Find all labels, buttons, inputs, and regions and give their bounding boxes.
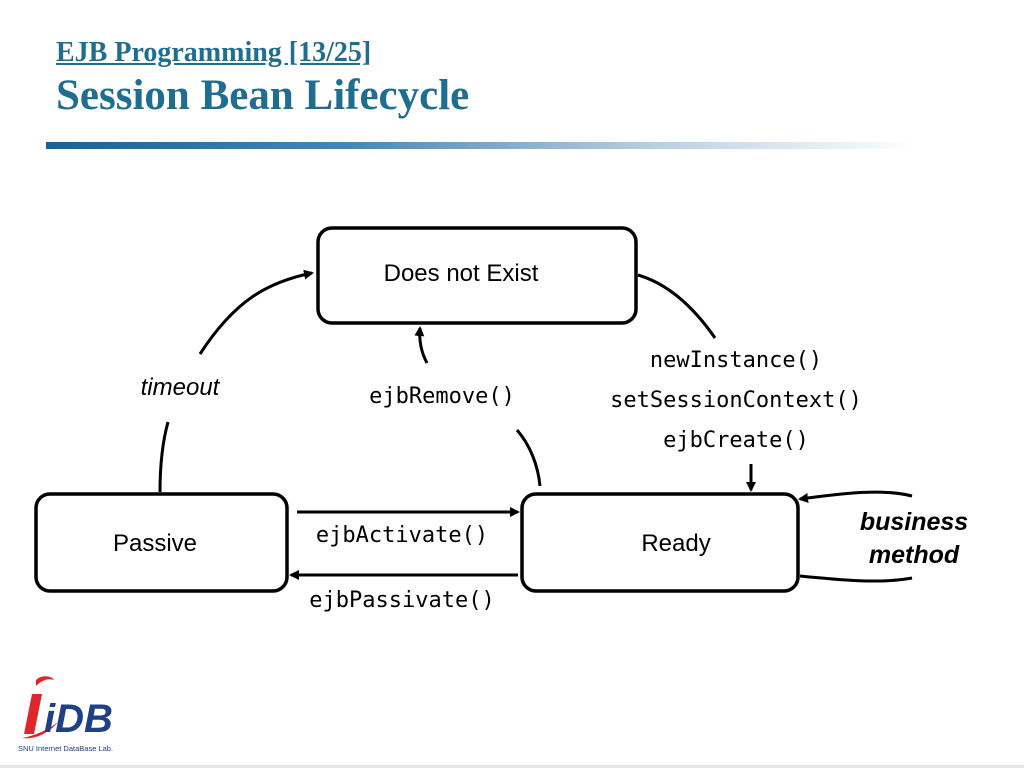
transition-timeout-upper <box>198 269 314 355</box>
transition-business-method-top <box>798 490 913 503</box>
state-label-ready: Ready <box>641 530 710 557</box>
transition-create-upper <box>637 273 717 339</box>
transition-label-ejb-create: ejbCreate() <box>663 428 809 453</box>
transition-label-new-instance: newInstance() <box>650 348 822 373</box>
transition-label-timeout: timeout <box>141 374 221 401</box>
state-label-passive: Passive <box>113 530 197 557</box>
breadcrumb[interactable]: EJB Programming [13/25] <box>56 37 372 68</box>
lab-logo: iDB SNU Internet DataBase Lab. <box>18 676 113 753</box>
transition-label-ejb-remove: ejbRemove() <box>369 384 515 409</box>
title-divider <box>46 142 916 149</box>
footer-divider <box>0 765 1024 768</box>
slide-title: Session Bean Lifecycle <box>56 71 470 119</box>
transition-label-business: business <box>860 508 968 536</box>
transition-ejb-remove-upper <box>414 326 429 364</box>
transition-ejb-remove-lower <box>515 429 542 487</box>
lab-logo-text: iDB <box>44 697 113 741</box>
state-ready: Ready <box>520 492 800 593</box>
transition-label-set-session-context: setSessionContext() <box>610 388 862 413</box>
state-passive: Passive <box>34 492 289 593</box>
transition-label-ejb-passivate: ejbPassivate() <box>309 588 494 613</box>
transition-label-ejb-activate: ejbActivate() <box>316 523 488 548</box>
slide-header: EJB Programming [13/25] Session Bean Lif… <box>56 37 470 120</box>
transition-timeout-lower <box>158 421 170 493</box>
state-does-not-exist: Does not Exist <box>316 226 638 325</box>
state-label-does-not-exist: Does not Exist <box>384 260 539 287</box>
transition-label-method: method <box>869 541 960 569</box>
lab-logo-caption: SNU Internet DataBase Lab. <box>18 744 113 753</box>
lab-logo-mark: iDB <box>22 676 113 741</box>
transition-business-method-bottom <box>799 574 913 583</box>
